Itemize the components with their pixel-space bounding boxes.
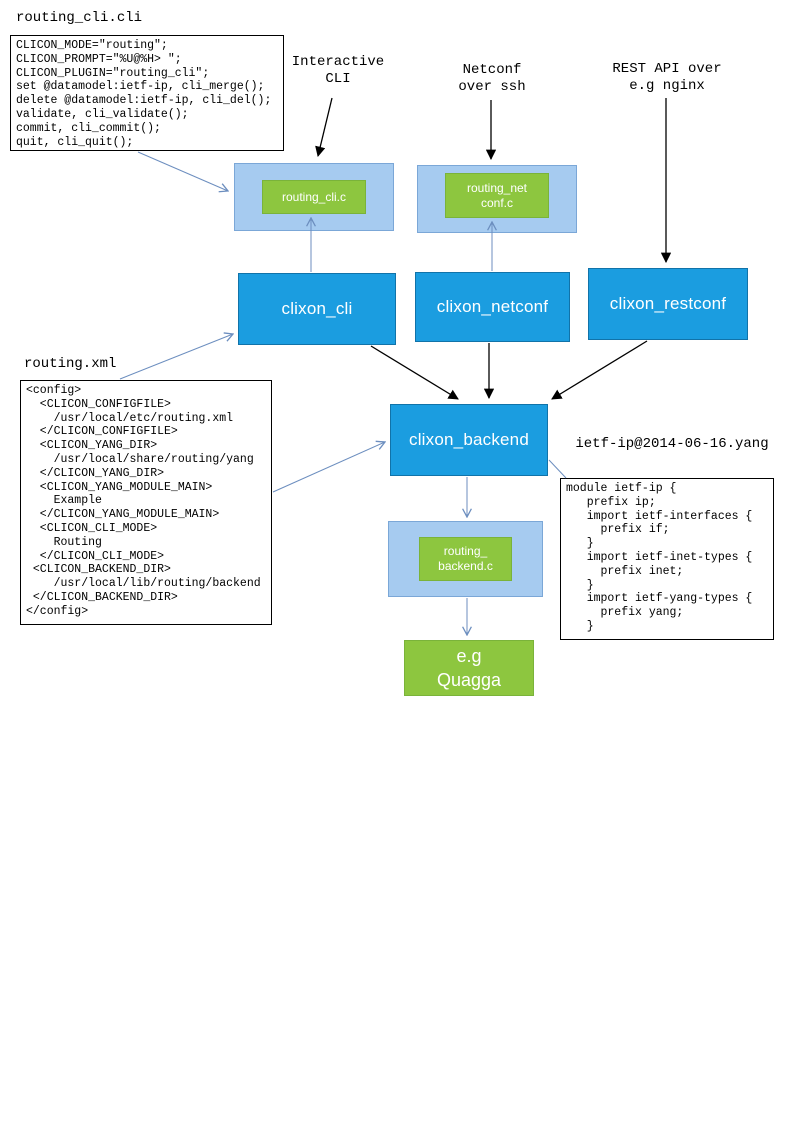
xml-file-code: <config> <CLICON_CONFIGFILE> /usr/local/… (20, 380, 272, 625)
arrow-clifile-to-cli-plugin (137, 151, 228, 191)
yang-file-code: module ietf-ip { prefix ip; import ietf-… (560, 478, 774, 640)
annotation-netconf-over-ssh: Netconf over ssh (458, 62, 526, 95)
node-routing-cli-c: routing_cli.c (262, 180, 366, 214)
node-netconf-plugin-container: routing_net conf.c (417, 165, 577, 233)
arrow-cli-to-backend (370, 345, 459, 400)
node-cli-plugin-container: routing_cli.c (234, 163, 394, 231)
annotation-interactive-cli: Interactive CLI (291, 54, 385, 87)
node-backend-plugin-container: routing_ backend.c (388, 521, 543, 597)
line-yang-to-backend (548, 459, 567, 479)
arrow-interactive-cli-to-plugin (315, 97, 333, 158)
cli-file-code: CLICON_MODE="routing"; CLICON_PROMPT="%U… (10, 35, 284, 151)
node-clixon-restconf: clixon_restconf (588, 268, 748, 340)
cli-file-title: routing_cli.cli (16, 10, 143, 26)
yang-file-title: ietf-ip@2014-06-16.yang (575, 436, 769, 452)
arrow-xml-to-backend (272, 442, 385, 493)
arrow-xml-to-clixoncli (119, 334, 233, 380)
arrow-restconf-to-backend (551, 340, 648, 400)
node-clixon-backend: clixon_backend (390, 404, 548, 476)
node-clixon-netconf: clixon_netconf (415, 272, 570, 342)
node-routing-backend-c: routing_ backend.c (419, 537, 512, 581)
xml-file-title: routing.xml (24, 356, 117, 372)
annotation-rest-api: REST API over e.g nginx (612, 61, 722, 94)
node-quagga: e.g Quagga (404, 640, 534, 696)
node-routing-netconf-c: routing_net conf.c (445, 173, 549, 218)
node-clixon-cli: clixon_cli (238, 273, 396, 345)
